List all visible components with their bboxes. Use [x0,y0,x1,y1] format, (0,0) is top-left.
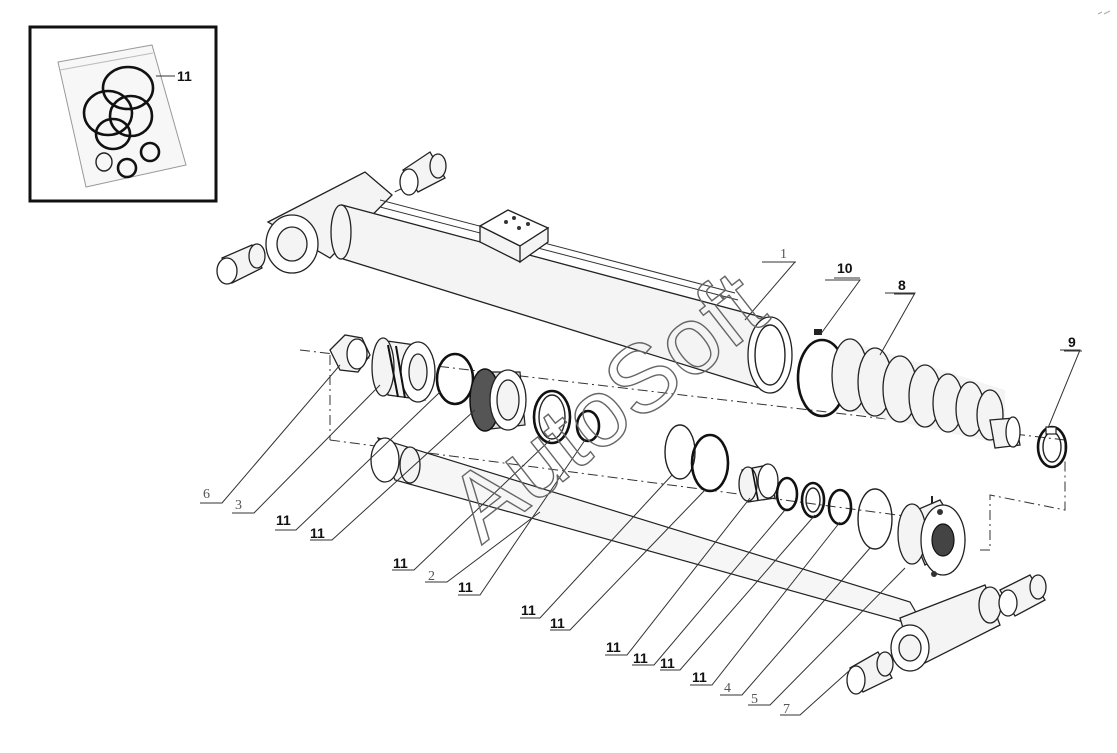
callout-2: 2 [428,569,435,584]
guide-sleeve [469,368,527,432]
callout-11-b: 11 [310,525,325,541]
rod-seal-ring-a [664,424,696,480]
callout-6: 6 [203,487,210,502]
rod-seal-ring-f [857,488,893,550]
bushing-lower-left [846,651,894,695]
callout-1: 1 [780,247,787,262]
callout-4: 4 [724,681,731,696]
rod-seal-ring-e [827,488,853,526]
piston-seal-ring-b [532,389,572,445]
callout-underlines [776,261,1082,352]
dust-boot-bellows [831,338,1021,449]
callout-7: 7 [783,702,790,717]
piston-nut [329,334,371,373]
cylinder-gland [897,496,966,577]
callout-11-h: 11 [633,650,648,666]
leader-lines [200,261,1081,716]
corner-mark [1097,10,1111,15]
callout-11-c: 11 [393,555,408,571]
rod-seal-ring-c [775,476,799,512]
hose-clamp [1036,425,1068,469]
callout-5: 5 [751,692,758,707]
bushing-upper-right [399,151,447,196]
callout-labels: 1 10 8 9 6 3 11 11 11 2 11 11 11 11 11 1… [203,247,1076,717]
callout-11-d: 11 [458,579,473,595]
bushing-lower-right [998,574,1047,617]
callout-11-g: 11 [606,639,621,655]
rod-wiper-stack [738,463,779,503]
callout-10: 10 [837,260,853,276]
seal-kit-rings [82,65,161,179]
callout-11-f: 11 [550,615,565,631]
seal-kit-inset: 11 [28,25,218,203]
rod-eye [890,584,1002,672]
callout-3: 3 [235,498,242,513]
inset-callout-11: 11 [177,68,192,84]
bushing-upper-left [216,243,266,285]
callout-9: 9 [1068,334,1076,350]
piston-seal-ring-a [435,352,475,406]
callout-8: 8 [898,277,906,293]
callout-11-i: 11 [660,655,675,671]
callout-11-e: 11 [521,602,536,618]
rod-seal-ring-d [800,481,826,519]
cylinder-barrel [265,171,793,394]
rod-seal-ring-b [690,433,730,493]
piston-seal-ring-c [575,409,601,443]
callout-11-j: 11 [692,669,707,685]
piston [371,337,436,403]
callout-11-a: 11 [276,512,291,528]
seal-kit-bag [57,44,187,188]
